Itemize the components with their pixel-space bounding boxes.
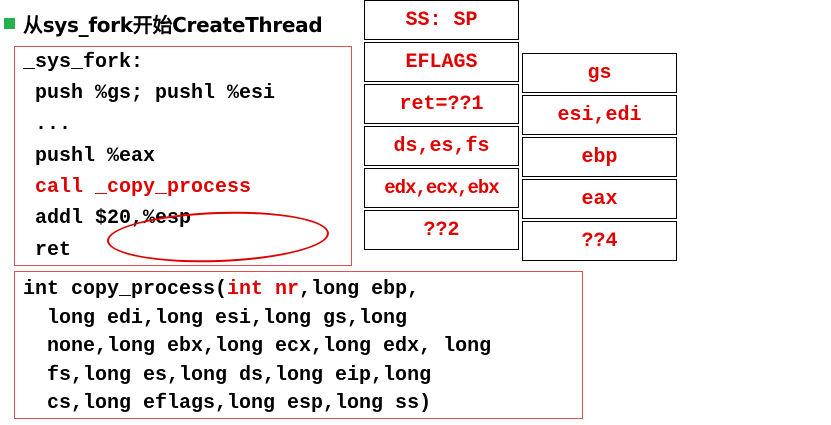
asm-line: ret [23,239,72,262]
kernel-stack-right: gs esi,edi ebp eax ??4 [522,53,677,263]
asm-line: ... [23,113,72,136]
stack-cell: gs [522,53,677,93]
bullet-icon [4,17,15,29]
stack-cell: ds,es,fs [364,126,519,166]
stack-cell: ret=??1 [364,84,519,124]
kernel-stack-left: SS: SP EFLAGS ret=??1 ds,es,fs edx,ecx,e… [364,0,519,252]
slide-title: 从sys_fork开始CreateThread [23,12,323,37]
stack-cell: EFLAGS [364,42,519,82]
c-token-param: int nr [227,278,300,301]
stack-cell: esi,edi [522,95,677,135]
asm-line: push %gs; pushl %esi [23,82,276,105]
stack-cell: ebp [522,137,677,177]
c-line: fs,long es,long ds,long eip,long [23,364,432,387]
c-line: none,long ebx,long ecx,long edx, long [23,335,492,358]
assembly-code-box: _sys_fork: push %gs; pushl %esi ... push… [14,46,352,266]
slide-title-row: 从sys_fork开始CreateThread [4,8,323,38]
stack-cell: ??2 [364,210,519,250]
c-token: int copy_process( [23,278,228,301]
stack-cell: edx,ecx,ebx [364,168,519,208]
asm-line: addl $20,%esp [23,207,192,230]
c-line: int copy_process(int nr,long ebp, [23,278,419,302]
asm-line: pushl %eax [23,145,156,168]
c-token: ,long ebp, [299,278,420,301]
stack-cell: ??4 [522,221,677,261]
asm-line: _sys_fork: [23,51,144,74]
stack-cell: SS: SP [364,0,519,40]
stack-cell: eax [522,179,677,219]
c-line: long edi,long esi,long gs,long [23,307,408,330]
c-signature-box: int copy_process(int nr,long ebp, long e… [14,271,583,419]
asm-line-call: call _copy_process [23,176,252,199]
c-line: cs,long eflags,long esp,long ss) [23,392,432,415]
